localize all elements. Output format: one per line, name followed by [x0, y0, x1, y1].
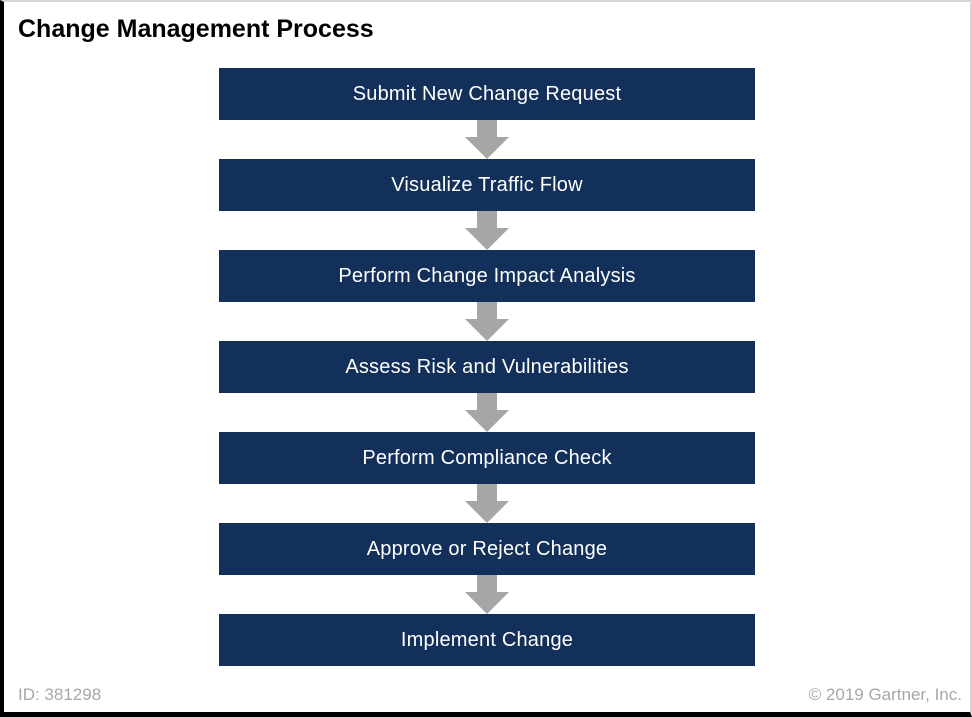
copyright-notice: © 2019 Gartner, Inc.: [808, 685, 962, 704]
process-step: Visualize Traffic Flow: [219, 159, 755, 211]
process-step: Assess Risk and Vulnerabilities: [219, 341, 755, 393]
down-arrow-icon: [465, 211, 509, 250]
process-step: Implement Change: [219, 614, 755, 666]
process-step: Perform Change Impact Analysis: [219, 250, 755, 302]
process-step: Submit New Change Request: [219, 68, 755, 120]
page-title: Change Management Process: [18, 15, 374, 43]
down-arrow-icon: [465, 484, 509, 523]
down-arrow-icon: [465, 120, 509, 159]
figure-id: ID: 381298: [18, 685, 102, 704]
process-step: Approve or Reject Change: [219, 523, 755, 575]
down-arrow-icon: [465, 393, 509, 432]
process-step: Perform Compliance Check: [219, 432, 755, 484]
down-arrow-icon: [465, 302, 509, 341]
figure-footer: ID: 381298 © 2019 Gartner, Inc.: [18, 685, 962, 705]
down-arrow-icon: [465, 575, 509, 614]
